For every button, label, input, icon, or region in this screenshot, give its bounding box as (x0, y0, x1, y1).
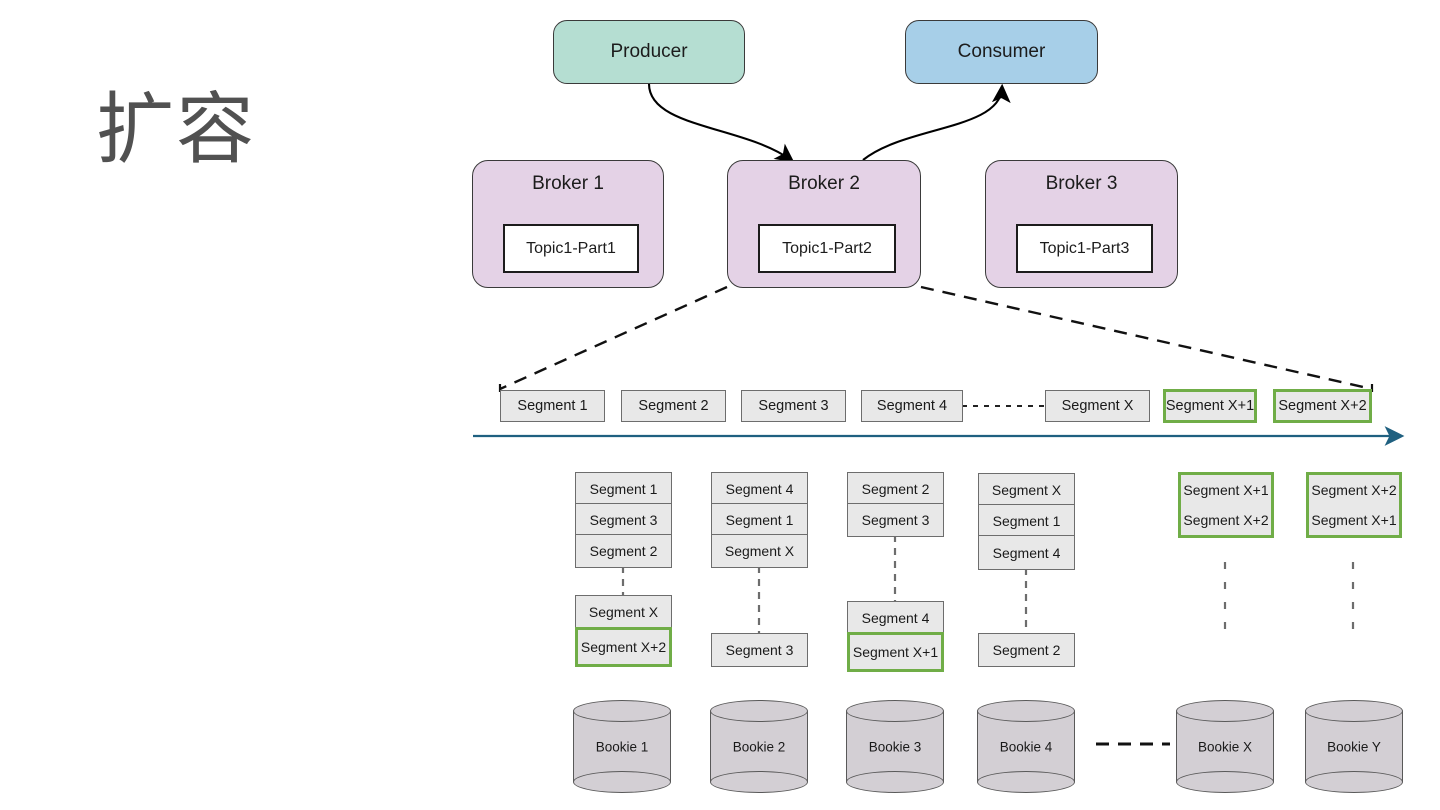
segment-row-item-4[interactable]: Segment 4 (861, 390, 963, 422)
cylinder-bottom (710, 771, 808, 793)
bookie-3-label: Bookie 3 (868, 739, 922, 754)
cylinder-top (710, 700, 808, 722)
bookie-x-seg-1[interactable]: Segment X+1 (1181, 475, 1271, 506)
bookie-2-bottom-stack: Segment 3 (711, 633, 808, 667)
bookie-3-seg-4[interactable]: Segment 4 (847, 601, 944, 635)
broker-2-label: Broker 2 (788, 173, 860, 194)
broker-1-label: Broker 1 (532, 173, 604, 194)
bookie-y-label: Bookie Y (1327, 739, 1381, 754)
bookie-2-seg-tail[interactable]: Segment 3 (711, 633, 808, 667)
producer-to-broker2-arrow (647, 83, 795, 163)
broker2-right-leader (920, 285, 1373, 391)
bookie-2-seg-1[interactable]: Segment 4 (711, 472, 808, 506)
cylinder-bottom (1305, 771, 1403, 793)
bookie-1-seg-1[interactable]: Segment 1 (575, 472, 672, 506)
broker-3-partition[interactable]: Topic1-Part3 (1016, 224, 1153, 273)
broker-3-label: Broker 3 (1045, 173, 1118, 194)
cylinder-bottom (977, 771, 1075, 793)
bookie-1-seg-3[interactable]: Segment 2 (575, 534, 672, 568)
page-title: 扩容 (96, 85, 257, 175)
segment-row-item-x1[interactable]: Segment X+1 (1163, 389, 1257, 423)
broker-1-partition[interactable]: Topic1-Part1 (503, 224, 639, 273)
broker2-to-consumer-arrow (862, 83, 1011, 161)
segment-row-item-x[interactable]: Segment X (1045, 390, 1150, 422)
producer-node[interactable]: Producer (553, 20, 745, 84)
bookie-4-bottom-stack: Segment 2 (978, 633, 1075, 667)
segment-row-item-3[interactable]: Segment 3 (741, 390, 846, 422)
bookie-4-top-stack: Segment X Segment 1 Segment 4 (978, 473, 1075, 570)
bookie-3-bottom-stack: Segment 4 Segment X+1 (847, 601, 944, 672)
bookie-cylinder-1[interactable]: Bookie 1 (573, 700, 671, 793)
cylinder-bottom (846, 771, 944, 793)
consumer-label: Consumer (957, 41, 1046, 62)
segment-row-item-2[interactable]: Segment 2 (621, 390, 726, 422)
cylinder-top (573, 700, 671, 722)
bookie-1-label: Bookie 1 (595, 739, 649, 754)
bookie-3-seg-new[interactable]: Segment X+1 (847, 632, 944, 672)
bookie-x-label: Bookie X (1197, 739, 1253, 754)
bookie-x-top-stack: Segment X+1 Segment X+2 (1178, 472, 1274, 538)
segment-row-item-x2[interactable]: Segment X+2 (1273, 389, 1372, 423)
bookie-4-seg-2[interactable]: Segment 1 (978, 504, 1075, 538)
broker-2[interactable]: Broker 2 Topic1-Part2 (727, 160, 921, 288)
bookie-3-seg-1[interactable]: Segment 2 (847, 472, 944, 506)
cylinder-top (977, 700, 1075, 722)
cylinder-top (1176, 700, 1274, 722)
bookie-1-seg-new[interactable]: Segment X+2 (575, 627, 672, 667)
cylinder-bottom (573, 771, 671, 793)
bookie-1-bottom-stack: Segment X Segment X+2 (575, 595, 672, 667)
bookie-4-seg-1[interactable]: Segment X (978, 473, 1075, 507)
bookie-3-seg-2[interactable]: Segment 3 (847, 503, 944, 537)
cylinder-top (846, 700, 944, 722)
bookie-1-seg-x[interactable]: Segment X (575, 595, 672, 629)
bookie-y-seg-1[interactable]: Segment X+2 (1309, 475, 1399, 506)
bookie-1-top-stack: Segment 1 Segment 3 Segment 2 (575, 472, 672, 568)
bookie-cylinder-x[interactable]: Bookie X (1176, 700, 1274, 793)
bookie-cylinder-4[interactable]: Bookie 4 (977, 700, 1075, 793)
bookie-4-seg-tail[interactable]: Segment 2 (978, 633, 1075, 667)
bookie-4-label: Bookie 4 (999, 739, 1053, 754)
broker-3[interactable]: Broker 3 Topic1-Part3 (985, 160, 1178, 288)
bookie-y-top-stack: Segment X+2 Segment X+1 (1306, 472, 1402, 538)
segment-row-item-1[interactable]: Segment 1 (500, 390, 605, 422)
broker-2-partition[interactable]: Topic1-Part2 (758, 224, 896, 273)
bookie-2-seg-2[interactable]: Segment 1 (711, 503, 808, 537)
bookie-1-seg-2[interactable]: Segment 3 (575, 503, 672, 537)
bookie-2-label: Bookie 2 (732, 739, 786, 754)
bookie-2-top-stack: Segment 4 Segment 1 Segment X (711, 472, 808, 568)
bookie-cylinder-2[interactable]: Bookie 2 (710, 700, 808, 793)
cylinder-bottom (1176, 771, 1274, 793)
broker-1[interactable]: Broker 1 Topic1-Part1 (472, 160, 664, 288)
bookie-4-seg-3[interactable]: Segment 4 (978, 535, 1075, 570)
consumer-node[interactable]: Consumer (905, 20, 1098, 84)
bookie-x-seg-2[interactable]: Segment X+2 (1181, 505, 1271, 535)
bookie-2-seg-3[interactable]: Segment X (711, 534, 808, 568)
cylinder-top (1305, 700, 1403, 722)
bookie-cylinder-y[interactable]: Bookie Y (1305, 700, 1403, 793)
bookie-y-seg-2[interactable]: Segment X+1 (1309, 505, 1399, 535)
producer-label: Producer (610, 41, 688, 62)
bookie-cylinder-3[interactable]: Bookie 3 (846, 700, 944, 793)
broker2-left-leader (499, 285, 728, 391)
bookie-3-top-stack: Segment 2 Segment 3 (847, 472, 944, 537)
